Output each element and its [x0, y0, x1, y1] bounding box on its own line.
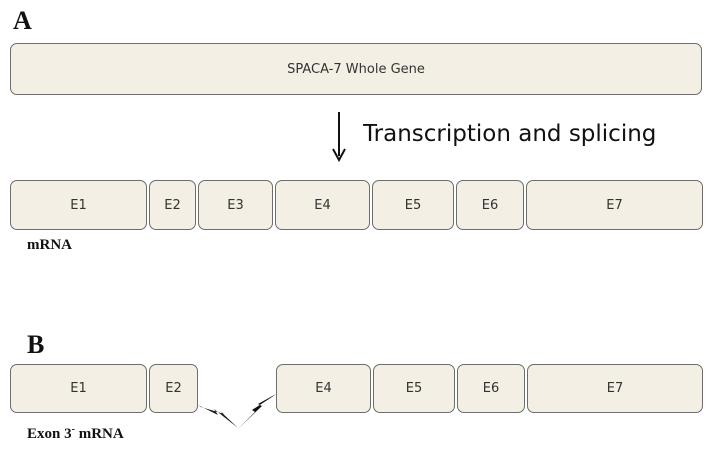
exon-label: E1: [70, 197, 87, 213]
panel-b-letter: B: [27, 330, 45, 359]
exon-b-e2: E2: [149, 364, 198, 413]
exon-label: E7: [606, 381, 624, 396]
exon-a-e1: E1: [10, 180, 147, 230]
exon-label: E6: [481, 197, 499, 213]
exon-b-e5: E5: [373, 364, 455, 413]
exon-label: E3: [227, 197, 244, 213]
exon-a-e5: E5: [372, 180, 454, 230]
exon-b-e6: E6: [457, 364, 525, 413]
exon-a-e7: E7: [526, 180, 703, 230]
caption-tail: mRNA: [74, 426, 124, 442]
exon-a-e3: E3: [198, 180, 273, 230]
exon-b-e1: E1: [10, 364, 147, 413]
transcription-label: Transcription and splicing: [363, 121, 657, 147]
caption-main: Exon 3: [27, 426, 72, 442]
exon-a-e6: E6: [456, 180, 524, 230]
exon3-mrna-caption: Exon 3- mRNA: [27, 424, 124, 443]
mrna-caption: mRNA: [27, 237, 72, 253]
splice-lightning-icon: [198, 394, 276, 429]
exon-label: E7: [606, 197, 623, 213]
whole-gene-box: SPACA-7 Whole Gene: [10, 43, 702, 95]
exon-a-e2: E2: [149, 180, 196, 230]
exon-label: E1: [70, 381, 87, 396]
panel-a-letter: A: [13, 6, 32, 35]
whole-gene-label: SPACA-7 Whole Gene: [287, 61, 425, 77]
transcription-arrow: [332, 112, 346, 163]
caption-superscript: -: [71, 424, 75, 435]
exon-label: E4: [315, 381, 332, 396]
exon-label: E2: [164, 197, 181, 213]
exon-label: E5: [404, 197, 422, 213]
exon-label: E5: [405, 381, 423, 396]
exon-label: E6: [482, 381, 500, 396]
exon-label: E4: [314, 197, 331, 213]
exon-b-e7: E7: [527, 364, 703, 413]
exon-a-e4: E4: [275, 180, 370, 230]
exon-label: E2: [165, 381, 182, 396]
exon-b-e4: E4: [276, 364, 371, 413]
